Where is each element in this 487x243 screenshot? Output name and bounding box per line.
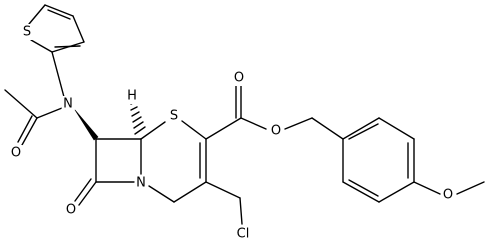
bond-thiophene-c3-c4 [72, 15, 85, 43]
atom-s-thiophene: S [23, 25, 31, 40]
bond-acetyl-co-a [21, 117, 38, 146]
bond-ester-c-o [240, 117, 267, 130]
bond-acetyl-methyl [4, 89, 38, 119]
atom-label-background [134, 175, 148, 191]
bond-c2-ester-c [205, 117, 242, 140]
bond-thiophene-c5-s [30, 39, 53, 53]
bond-aryl-o [413, 181, 441, 195]
bond-benz-1-2 [342, 117, 380, 140]
bond-n-acetyl-c [36, 107, 63, 119]
bond-ch2-aryl [311, 117, 344, 140]
bond-thiophene-c2-c3-inner [47, 9, 71, 20]
bond-n-c7-wedge [74, 109, 99, 141]
atom-h-stereo: H [127, 89, 137, 104]
atom-label-background [9, 145, 23, 161]
bond-benz-5-6-inner [348, 179, 379, 197]
bond-c6-h-hashed [130, 101, 146, 135]
atom-cl: Cl [237, 227, 250, 242]
atom-label-background [441, 187, 455, 203]
bond-thiophene-c2-c3 [44, 4, 74, 17]
bond-ester-o-ch2 [284, 117, 313, 130]
bond-s-c2 [181, 120, 207, 140]
atom-label-background [125, 88, 139, 104]
atom-n-amide: N [63, 97, 73, 112]
atom-o-ester-carbonyl: O [234, 71, 244, 86]
atom-s-ring: S [170, 109, 178, 124]
bonds [4, 4, 485, 225]
atom-o-methoxy: O [443, 188, 453, 203]
atom-label-background [21, 24, 33, 40]
bond-lactam-co-a [78, 181, 97, 206]
atom-o-lactam: O [66, 203, 76, 218]
bond-o-methyl [456, 181, 485, 195]
bond-c3-ch2 [173, 181, 207, 203]
atom-label-background [168, 108, 180, 124]
bond-benz-1-2-inner [348, 123, 379, 140]
bond-c6-s [140, 121, 166, 140]
atom-o-acetyl: O [11, 146, 21, 161]
bond-acetyl-co-b [17, 115, 33, 143]
atom-n-lactam: N [136, 176, 146, 191]
atom-label-background [235, 226, 251, 242]
bond-ch2cl-cl [239, 197, 243, 225]
bond-ch2-n [148, 185, 175, 203]
atom-label-background [269, 123, 283, 139]
bond-thiophene-c4-c5-inner [54, 45, 81, 48]
bond-benz-2-3 [378, 117, 415, 140]
atom-o-ester: O [271, 124, 281, 139]
bond-benz-5-6 [342, 181, 380, 203]
bond-benz-4-5 [378, 181, 415, 203]
bond-thiophene-n [51, 51, 65, 98]
bond-lactam-co-b [74, 178, 92, 202]
atom-label-background [61, 96, 75, 112]
atom-labels: S N O S H N O O O Cl O [9, 24, 455, 242]
atom-label-background [232, 70, 246, 86]
bond-c3-ch2cl [205, 181, 241, 199]
bond-thiophene-s-c2 [28, 4, 46, 25]
atom-label-background [64, 202, 78, 218]
